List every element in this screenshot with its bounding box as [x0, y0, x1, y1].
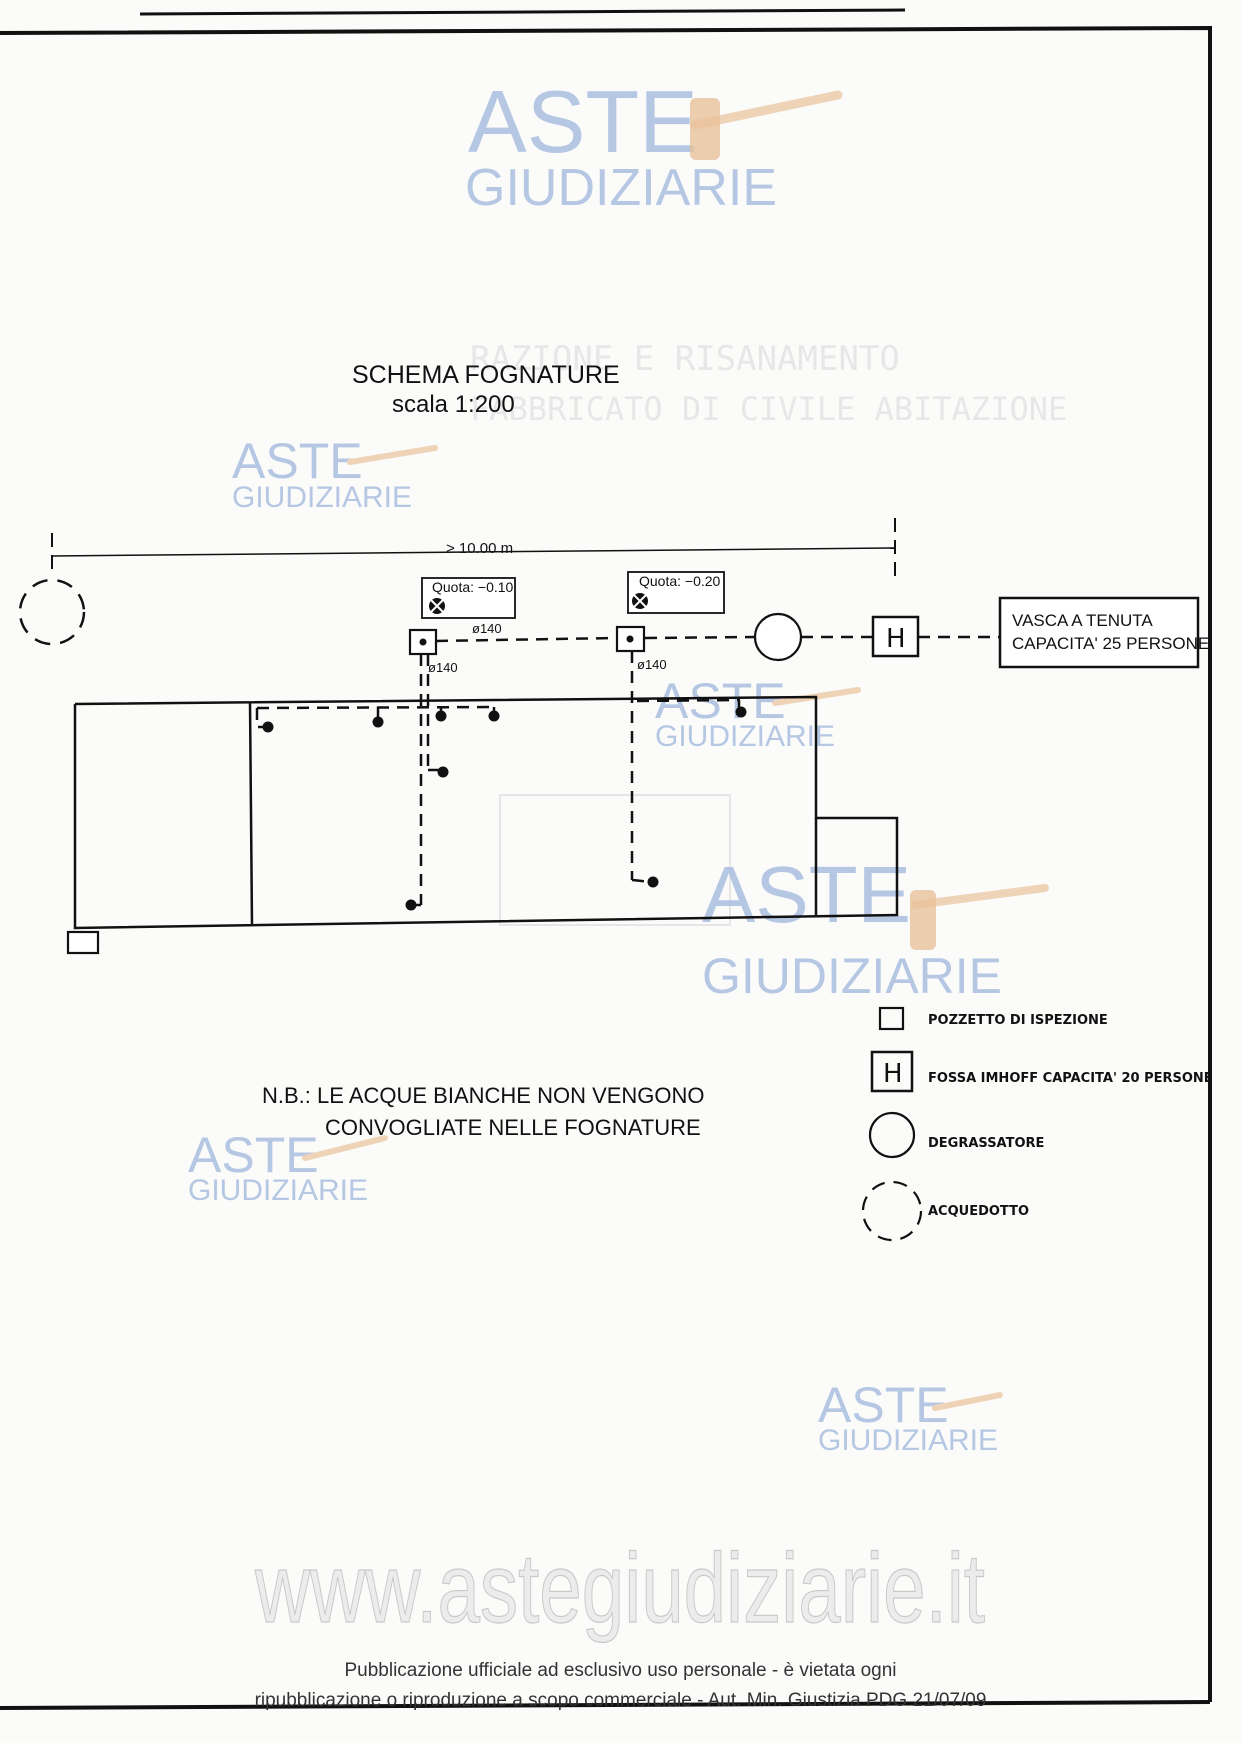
svg-text:GIUDIZIARIE: GIUDIZIARIE — [465, 159, 777, 217]
watermark-small-3: ASTE GIUDIZIARIE — [188, 1127, 388, 1207]
corner-well — [66, 930, 100, 955]
svg-text:GIUDIZIARIE: GIUDIZIARIE — [188, 1174, 368, 1207]
branch-network-left — [255, 654, 496, 907]
well-level-box-1: Quota: −0.10 — [421, 577, 516, 619]
pipe-label-v2: ø140 — [637, 657, 667, 672]
legend-label-aqueduct: ACQUEDOTTO — [928, 1204, 1029, 1219]
legend-circle-symbol — [868, 1111, 916, 1159]
watermark-large: ASTE GIUDIZIARIE — [465, 72, 843, 217]
legend-label-degreaser: DEGRASSATORE — [928, 1136, 1044, 1151]
sealed-tank-line-2: CAPACITA' 25 PERSONE — [1012, 634, 1209, 653]
note-line-1: N.B.: LE ACQUE BIANCHE NON VENGONO — [262, 1083, 705, 1108]
watermark-small-2: ASTE GIUDIZIARIE — [655, 673, 861, 753]
sewer-pipe-main-2 — [644, 635, 757, 640]
building-outline — [66, 695, 899, 955]
drain-point — [488, 710, 500, 722]
dimension-label: > 10.00 m — [446, 540, 513, 557]
well-level-box-2: Quota: −0.20 — [627, 571, 725, 614]
svg-text:ASTE: ASTE — [818, 1377, 949, 1433]
legend-label-inspection: POZZETTO DI ISPEZIONE — [928, 1013, 1108, 1028]
footer-disclaimer-line-2: ripubblicazione o riproduzione a scopo c… — [254, 1690, 987, 1711]
drain-point — [262, 721, 274, 733]
svg-text:GIUDIZIARIE: GIUDIZIARIE — [818, 1424, 998, 1457]
drawing-title: SCHEMA FOGNATURE — [352, 361, 620, 389]
pipe-label-h1: ø140 — [472, 621, 502, 636]
svg-text:GIUDIZIARIE: GIUDIZIARIE — [702, 948, 1002, 1004]
legend-dashed-circle-symbol — [861, 1180, 923, 1242]
imhoff-tank-symbol — [871, 615, 920, 658]
svg-text:RAZIONE E RISANAMENTO: RAZIONE E RISANAMENTO — [470, 339, 900, 379]
drain-point — [435, 710, 447, 722]
drawing-scale: scala 1:200 — [392, 391, 515, 418]
legend: POZZETTO DI ISPEZIONE H FOSSA IMHOFF CAP… — [861, 1006, 1213, 1242]
legend-square-symbol — [878, 1006, 905, 1031]
dimension-line: > 10.00 m — [51, 518, 896, 580]
drain-point — [372, 716, 384, 728]
sewer-pipe-main-1 — [435, 636, 616, 643]
legend-label-imhoff: FOSSA IMHOFF CAPACITA' 20 PERSONE — [928, 1071, 1213, 1086]
degreaser-symbol — [753, 612, 803, 662]
sealed-tank-box — [998, 596, 1200, 669]
svg-text:FABBRICATO DI CIVILE ABITAZION: FABBRICATO DI CIVILE ABITAZIONE — [470, 390, 1067, 428]
legend-imhoff-symbol — [870, 1050, 914, 1093]
svg-text:GIUDIZIARIE: GIUDIZIARIE — [655, 720, 835, 753]
drain-point — [437, 766, 449, 778]
watermark-medium: ASTE GIUDIZIARIE — [702, 850, 1049, 1004]
sealed-tank-line-1: VASCA A TENUTA — [1012, 611, 1153, 630]
pipe-label-v1: ø140 — [428, 660, 458, 675]
svg-text:ASTE: ASTE — [702, 850, 911, 939]
drain-point — [647, 876, 659, 888]
well-level-label-2: Quota: −0.20 — [639, 573, 721, 589]
aqueduct-symbol — [18, 578, 86, 646]
sheet-border-bottom — [0, 1700, 1211, 1710]
watermark-small-1: ASTE GIUDIZIARIE — [232, 433, 438, 514]
drain-point — [405, 899, 417, 911]
bleed-through-text: RAZIONE E RISANAMENTO FABBRICATO DI CIVI… — [470, 339, 1067, 926]
watermark-site-url: www.astegiudiziarie.it — [254, 1533, 985, 1643]
note-line-2: CONVOGLIATE NELLE FOGNATURE — [325, 1115, 701, 1140]
drain-point — [735, 706, 747, 718]
footer-disclaimer-line-1: Pubblicazione ufficiale ad esclusivo uso… — [344, 1660, 897, 1681]
top-edge-line — [139, 8, 906, 16]
svg-text:GIUDIZIARIE: GIUDIZIARIE — [232, 481, 412, 514]
svg-text:ASTE: ASTE — [468, 72, 698, 171]
imhoff-tank-letter: H — [886, 624, 906, 654]
sheet-border-right — [0, 25, 1212, 1702]
svg-text:ASTE: ASTE — [188, 1127, 319, 1183]
watermark-small-4: ASTE GIUDIZIARIE — [818, 1377, 1003, 1457]
well-level-label-1: Quota: −0.10 — [432, 579, 514, 595]
svg-text:ASTE: ASTE — [232, 433, 363, 489]
legend-imhoff-letter: H — [883, 1059, 903, 1089]
